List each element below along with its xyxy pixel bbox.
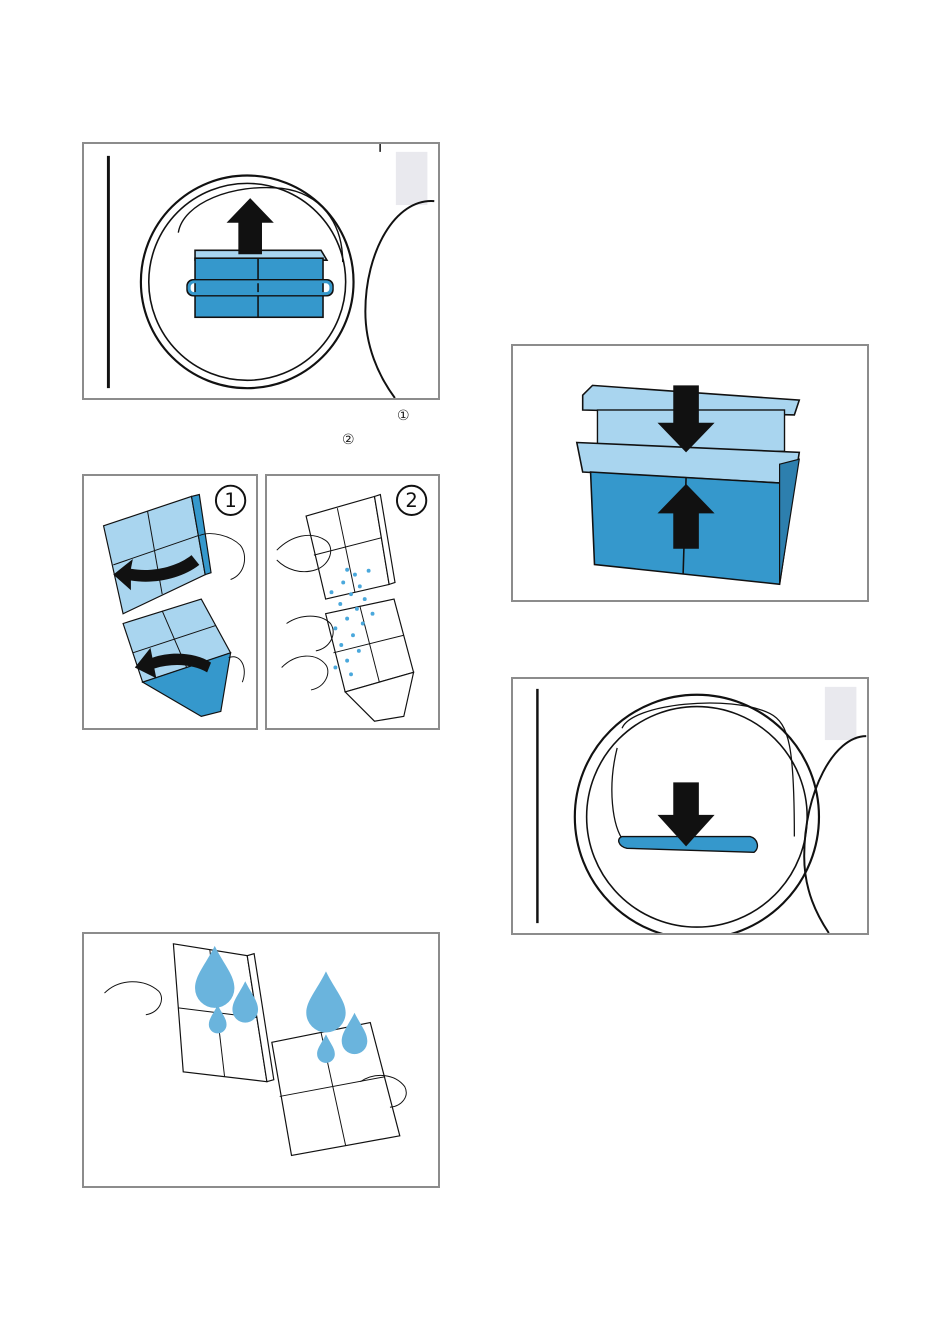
rinse-filter-illustration [84,934,438,1186]
step-marker-1: ① [397,408,410,424]
figure-open-filter: 1 [82,474,258,730]
lint-filter [195,258,323,317]
step-badge-1-label: 1 [224,489,236,512]
remove-filter-illustration [84,144,438,398]
figure-rinse-filter [82,932,440,1188]
figure-remove-filter [82,142,440,400]
water-drop-icon [306,971,345,1032]
machine-panel [396,152,428,205]
step-marker-2: ② [342,432,355,448]
machine-panel [825,687,857,740]
insert-filter-illustration [513,679,867,933]
open-filter-illustration: 1 [84,476,256,728]
water-drop-icon [342,1013,368,1054]
close-filter-illustration [513,346,867,600]
step-badge-2-label: 2 [405,489,417,512]
arrow-up-icon [227,198,274,254]
figure-close-filter [511,344,869,602]
figure-remove-lint: 2 [265,474,440,730]
remove-lint-illustration: 2 [267,476,438,728]
figure-insert-filter [511,677,869,935]
